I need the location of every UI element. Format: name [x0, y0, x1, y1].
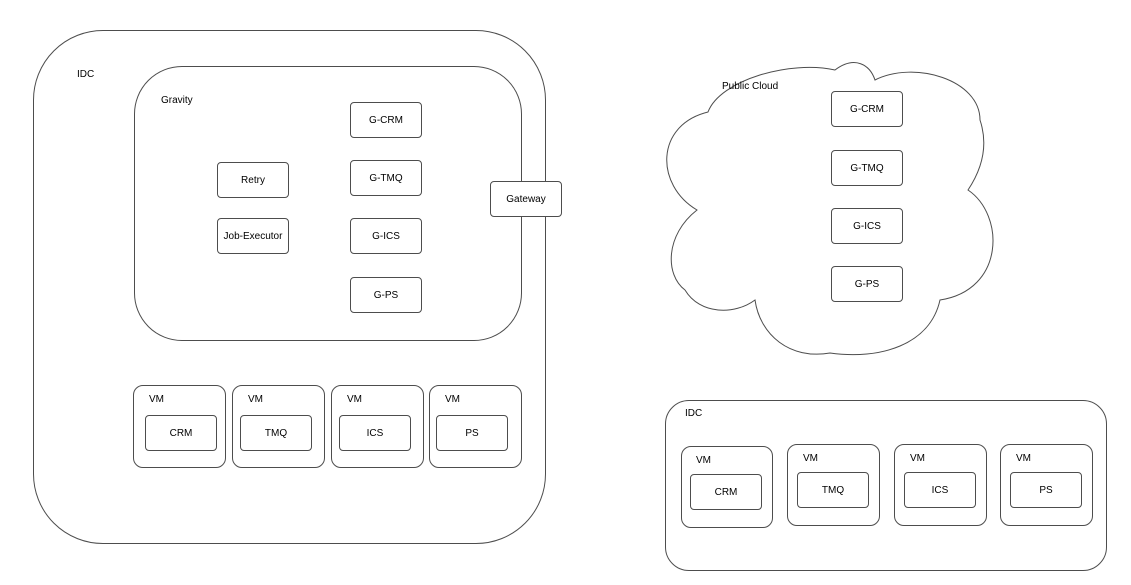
retry-node[interactable]: Retry: [217, 162, 289, 198]
g-ps-node[interactable]: G-PS: [350, 277, 422, 313]
right-crm-node[interactable]: CRM: [690, 474, 762, 510]
left-ics-node[interactable]: ICS: [339, 415, 411, 451]
left-vm-crm-label: VM: [149, 394, 164, 405]
public-cloud-label: Public Cloud: [722, 81, 779, 92]
cloud-g-crm-node[interactable]: G-CRM: [831, 91, 903, 127]
g-ics-node[interactable]: G-ICS: [350, 218, 422, 254]
cloud-g-ps-node[interactable]: G-PS: [831, 266, 903, 302]
right-vm-ics-label: VM: [910, 453, 925, 464]
gravity-container: [134, 66, 522, 341]
g-crm-node[interactable]: G-CRM: [350, 102, 422, 138]
cloud-g-tmq-node[interactable]: G-TMQ: [831, 150, 903, 186]
right-tmq-node[interactable]: TMQ: [797, 472, 869, 508]
job-executor-node[interactable]: Job-Executor: [217, 218, 289, 254]
right-vm-tmq-label: VM: [803, 453, 818, 464]
g-tmq-node[interactable]: G-TMQ: [350, 160, 422, 196]
left-tmq-node[interactable]: TMQ: [240, 415, 312, 451]
right-ps-node[interactable]: PS: [1010, 472, 1082, 508]
right-ics-node[interactable]: ICS: [904, 472, 976, 508]
right-vm-ps-label: VM: [1016, 453, 1031, 464]
left-vm-ics-label: VM: [347, 394, 362, 405]
cloud-g-ics-node[interactable]: G-ICS: [831, 208, 903, 244]
left-idc-label: IDC: [77, 69, 95, 80]
gateway-node[interactable]: Gateway: [490, 181, 562, 217]
right-idc-label: IDC: [685, 408, 703, 419]
right-vm-crm-label: VM: [696, 455, 711, 466]
left-ps-node[interactable]: PS: [436, 415, 508, 451]
left-vm-ps-label: VM: [445, 394, 460, 405]
gravity-label: Gravity: [161, 95, 193, 106]
left-vm-tmq-label: VM: [248, 394, 263, 405]
left-crm-node[interactable]: CRM: [145, 415, 217, 451]
